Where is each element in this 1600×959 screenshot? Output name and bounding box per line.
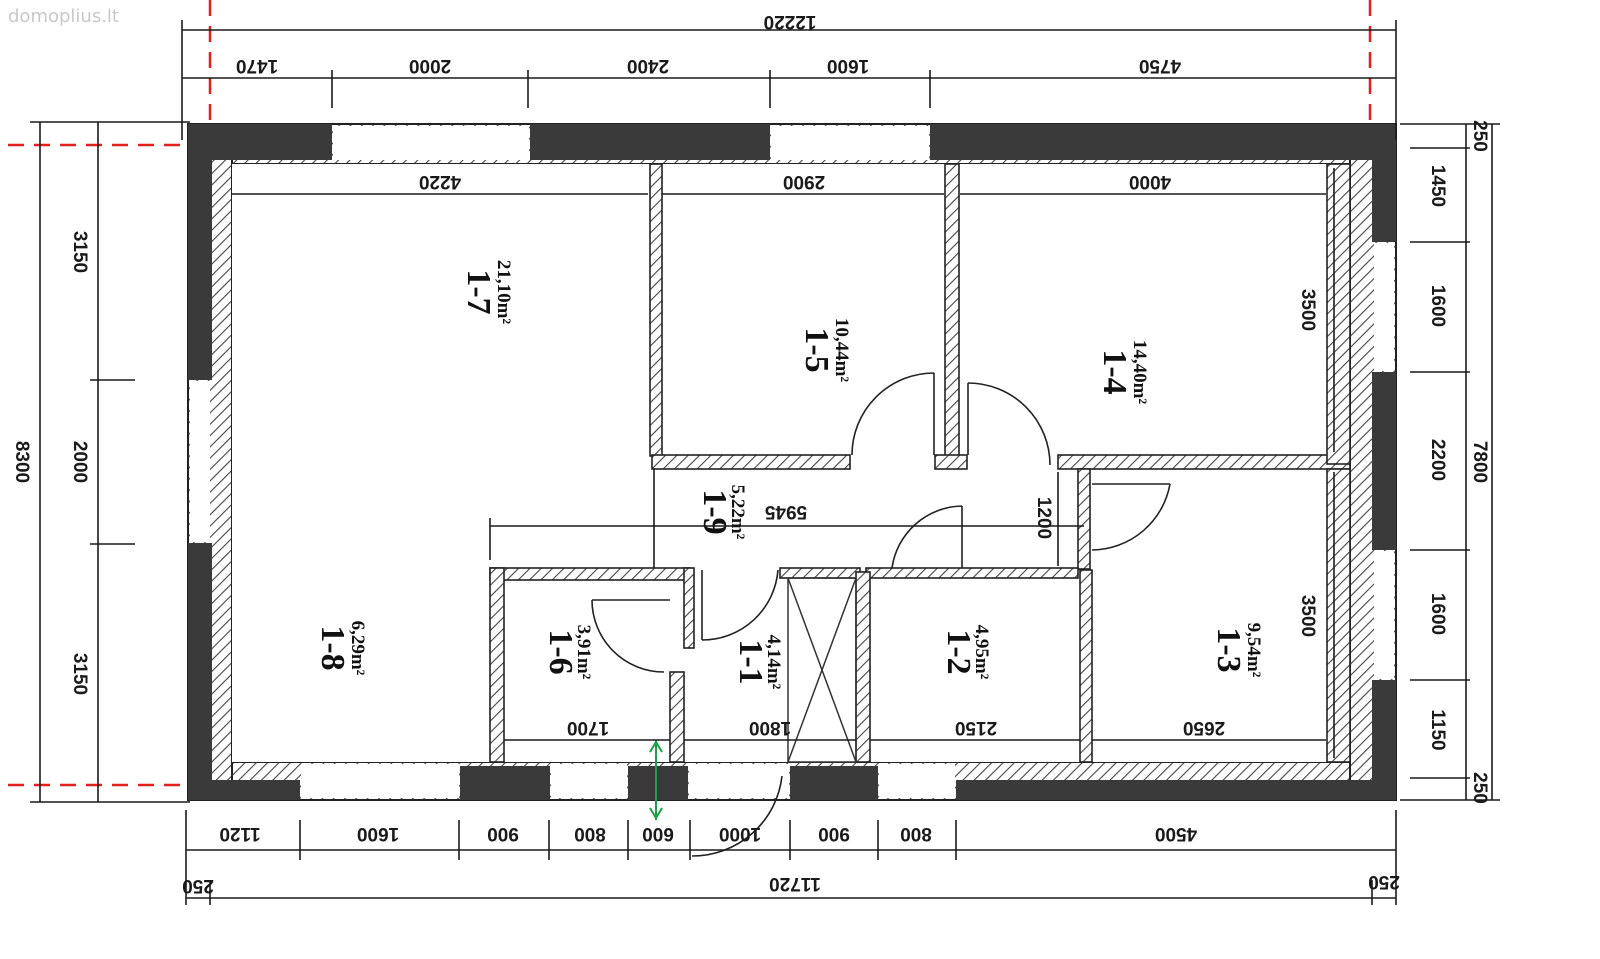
dim-room-1-3-width: 2650 <box>1183 717 1225 738</box>
dim-right-total: 7800 <box>1469 441 1490 483</box>
dim-bottom-seg-5: 600 <box>642 823 674 844</box>
dim-hall-length: 5945 <box>764 501 807 522</box>
room-1-6: 1-6 3,91m² <box>542 625 594 680</box>
dim-bottom-seg-2: 1600 <box>357 823 399 844</box>
room-labels: 1-7 21,10m² 1-5 10,44m² 1-4 14,40m² 1-9 … <box>314 260 1264 690</box>
dim-bottom-seg-7: 900 <box>818 823 850 844</box>
room-1-1-id: 1-1 <box>732 639 769 684</box>
dim-top-seg-3: 2400 <box>627 55 669 76</box>
shaft <box>787 577 857 763</box>
room-1-6-id: 1-6 <box>542 629 579 674</box>
room-1-7: 1-7 21,10m² <box>460 260 514 325</box>
door-swings <box>591 372 1171 857</box>
room-1-4-area: 14,40m² <box>1129 340 1150 405</box>
room-1-2: 1-2 4,95m² <box>940 625 992 680</box>
dim-bottom-seg-6: 1000 <box>719 823 761 844</box>
room-1-6-area: 3,91m² <box>573 625 594 680</box>
room-1-7-area: 21,10m² <box>493 260 514 325</box>
room-1-9-id: 1-9 <box>696 489 733 534</box>
dim-right-seg-2: 1600 <box>1427 285 1448 327</box>
bottom-dimensions: 1120 1600 900 800 600 1000 900 800 4500 … <box>182 823 1400 896</box>
exterior-walls <box>187 123 1397 801</box>
top-dimensions: 12220 1470 2000 2400 1600 4750 <box>236 11 1181 76</box>
room-1-9-area: 5,22m² <box>727 485 748 540</box>
room-1-3-id: 1-3 <box>1210 627 1247 672</box>
dim-bottom-seg-8: 800 <box>900 823 932 844</box>
dim-top-seg-4: 1600 <box>827 55 869 76</box>
dim-room-1-6-width: 1700 <box>567 717 609 738</box>
dim-bottom-seg-9: 4500 <box>1155 823 1197 844</box>
dim-bottom-seg-1: 1120 <box>219 823 260 844</box>
dim-right-seg-5: 1150 <box>1427 709 1448 750</box>
green-marker <box>649 740 663 820</box>
room-1-8-id: 1-8 <box>314 625 351 670</box>
dim-left-total: 8300 <box>11 441 32 483</box>
room-1-5-area: 10,44m² <box>831 318 852 383</box>
dim-left-seg-1: 3150 <box>69 231 90 273</box>
room-1-2-area: 4,95m² <box>971 625 992 680</box>
room-1-1-area: 4,14m² <box>763 635 784 690</box>
room-1-3: 1-3 9,54m² <box>1210 623 1264 678</box>
dim-bottom-total: 11720 <box>769 873 821 894</box>
dim-top-seg-2: 2000 <box>409 55 451 76</box>
interior-dimensions: 4220 2900 4000 3500 3500 5945 1200 1700 … <box>419 171 1318 738</box>
dim-top-seg-1: 1470 <box>236 55 278 76</box>
dim-top-seg-5: 4750 <box>1139 55 1181 76</box>
room-1-4-id: 1-4 <box>1096 349 1133 394</box>
dim-bottom-seg-4: 800 <box>574 823 606 844</box>
dim-left-seg-2: 2000 <box>69 441 90 483</box>
room-1-8-area: 6,29m² <box>347 621 368 676</box>
left-dimensions: 8300 3150 2000 3150 <box>11 231 90 695</box>
room-1-2-id: 1-2 <box>940 629 977 674</box>
dim-room-1-7-width: 4220 <box>419 171 461 192</box>
dim-right-seg-1: 1450 <box>1427 165 1448 207</box>
interior-walls <box>489 163 1351 763</box>
dim-top-total: 12220 <box>764 11 817 32</box>
dim-right-edge-top: 250 <box>1469 120 1490 152</box>
room-1-9: 1-9 5,22m² <box>696 485 748 540</box>
room-1-5: 1-5 10,44m² <box>798 318 852 383</box>
room-1-7-id: 1-7 <box>460 269 497 314</box>
dim-bottom-seg-3: 900 <box>487 823 519 844</box>
dim-right-seg-3: 2200 <box>1427 439 1448 481</box>
room-1-5-id: 1-5 <box>798 327 835 372</box>
dim-room-1-3-height: 3500 <box>1297 595 1318 637</box>
dim-right-edge-bottom: 250 <box>1469 772 1490 804</box>
dim-room-1-4-height: 3500 <box>1297 289 1318 331</box>
room-1-8: 1-8 6,29m² <box>314 621 368 676</box>
dim-right-seg-4: 1600 <box>1427 593 1448 635</box>
room-1-1: 1-1 4,14m² <box>732 635 784 690</box>
dim-hall-width: 1200 <box>1033 497 1054 539</box>
dimension-lines <box>30 20 1500 905</box>
room-1-3-area: 9,54m² <box>1243 623 1264 678</box>
dim-room-1-2-width: 2150 <box>955 717 997 738</box>
dim-bottom-edge-left: 250 <box>182 875 214 896</box>
dim-room-1-4-width: 4000 <box>1129 171 1171 192</box>
dim-room-1-5-width: 2900 <box>783 171 825 192</box>
right-dimensions: 250 1450 1600 2200 1600 1150 7800 250 <box>1427 120 1490 804</box>
dim-room-1-1-width: 1800 <box>749 717 791 738</box>
watermark: domoplius.lt <box>8 6 119 27</box>
room-1-4: 1-4 14,40m² <box>1096 340 1150 405</box>
dim-bottom-edge-right: 250 <box>1368 871 1400 892</box>
dim-left-seg-3: 3150 <box>69 653 90 695</box>
